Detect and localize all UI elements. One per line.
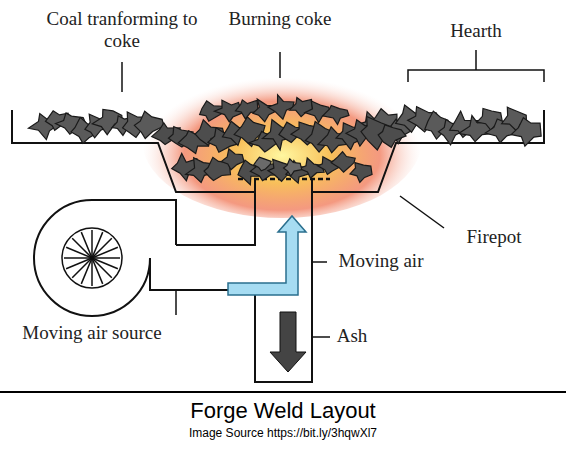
fan-spoke [91,230,93,258]
leader-line [121,62,123,92]
fan-spoke [91,258,93,286]
part-label: Ash [327,325,377,347]
hearth-bracket [408,50,544,82]
coal-piece [221,149,244,170]
part-label: Burning coke [200,8,360,30]
figure-caption: Image Source https://bit.ly/3hqwXl7 [0,426,566,441]
coal-piece [378,125,406,147]
coal-piece [284,159,302,176]
hearth-outline [12,110,544,192]
fan-spoke [64,257,92,259]
blower-stand [175,290,177,315]
fire-glow [142,62,422,218]
fan-spoke [81,232,92,258]
leader-line [400,196,444,228]
fan-spoke [72,238,92,258]
coal-piece [235,100,258,119]
coal-piece [511,118,541,146]
coal-piece [254,157,271,171]
leader-line [312,336,330,338]
figure-title: Forge Weld Layout [0,398,566,423]
fan-spoke [72,258,92,278]
part-label: Moving air [326,250,436,272]
coal-piece [331,152,355,172]
part-label: Moving air source [17,322,167,344]
fan-spoke [92,257,120,259]
divider [0,391,566,393]
air-arrow [228,216,306,295]
air-pipe [176,180,312,382]
fan-spoke [92,238,112,258]
fan [62,228,122,288]
fan-spoke [66,258,92,269]
coal-piece [323,105,349,124]
coal-piece [268,95,294,119]
part-label: Coal tranforming to coke [27,8,217,52]
ash-arrow [270,312,306,372]
coal-piece [253,99,275,122]
blower-housing [34,200,176,316]
coal-pieces [28,95,541,185]
fan-spoke [92,258,112,278]
fan-spoke [92,247,118,258]
fan-spokes [64,230,120,286]
coal-piece [350,163,372,183]
leader-line [312,261,327,263]
part-label: Hearth [426,20,526,42]
fan-spoke [92,258,103,284]
leader-line [279,52,281,78]
part-label: Firepot [439,226,549,248]
